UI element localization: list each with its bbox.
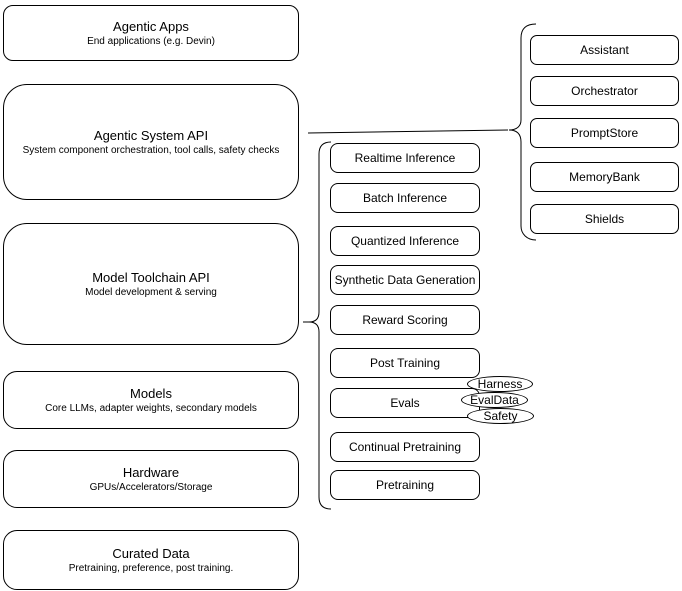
system-component-orchestrator: Orchestrator [530,76,679,106]
node-title: Models [130,385,172,401]
eval-tag-safety: Safety [467,408,534,424]
node-models: Models Core LLMs, adapter weights, secon… [3,371,299,429]
system-component-shields: Shields [530,204,679,234]
node-subtitle: Pretraining, preference, post training. [68,562,234,574]
node-title: Agentic System API [93,127,209,143]
node-subtitle: GPUs/Accelerators/Storage [89,481,213,493]
toolchain-item-quantized-inference: Quantized Inference [330,226,480,256]
system-component-assistant: Assistant [530,35,679,65]
toolchain-item-reward-scoring: Reward Scoring [330,305,480,335]
brace-system-components-group [508,23,537,241]
node-subtitle: Model development & serving [85,286,217,298]
brace-model-toolchain-group [308,141,332,510]
toolchain-item-synthetic-data-generation: Synthetic Data Generation [330,265,480,295]
eval-tag-harness: Harness [467,376,533,392]
toolchain-item-pretraining: Pretraining [330,470,480,500]
node-subtitle: End applications (e.g. Devin) [87,35,215,47]
toolchain-item-realtime-inference: Realtime Inference [330,143,480,173]
node-model-toolchain-api: Model Toolchain API Model development & … [3,223,299,345]
connector-agentic-system-to-components [307,129,509,134]
node-hardware: Hardware GPUs/Accelerators/Storage [3,450,299,508]
node-agentic-apps: Agentic Apps End applications (e.g. Devi… [3,5,299,61]
node-title: Agentic Apps [113,18,189,34]
eval-tag-evaldata: EvalData [461,392,528,408]
node-agentic-system-api: Agentic System API System component orch… [3,84,299,200]
node-title: Hardware [122,464,180,480]
node-subtitle: System component orchestration, tool cal… [22,144,280,156]
toolchain-item-batch-inference: Batch Inference [330,183,480,213]
node-curated-data: Curated Data Pretraining, preference, po… [3,530,299,590]
system-component-memorybank: MemoryBank [530,162,679,192]
system-component-promptstore: PromptStore [530,118,679,148]
node-title: Model Toolchain API [92,269,210,285]
toolchain-item-evals: Evals [330,388,480,418]
toolchain-item-continual-pretraining: Continual Pretraining [330,432,480,462]
toolchain-item-post-training: Post Training [330,348,480,378]
node-subtitle: Core LLMs, adapter weights, secondary mo… [45,402,257,414]
node-title: Curated Data [112,545,190,561]
